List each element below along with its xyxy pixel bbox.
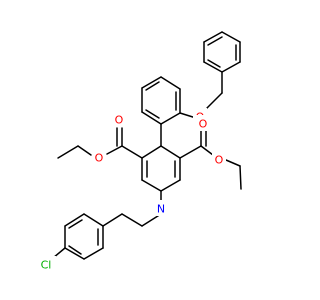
nitrogen-label: N [157,203,165,216]
bond [160,76,181,90]
bond [207,59,221,68]
bond [160,145,181,159]
bond [57,145,79,159]
bond [83,247,104,260]
bond [225,159,241,167]
bond [203,31,223,43]
oxygen-label: O [199,118,208,131]
bond [239,165,242,190]
chlorine-label: Cl [41,259,52,272]
molecule-canvas: O O O O O N Cl [36,31,242,272]
oxygen-atom: O [196,115,210,131]
bond [64,213,85,227]
bond [64,247,85,260]
oxygen-label: O [95,152,104,165]
bond [221,61,241,73]
bond [141,76,162,89]
nitrogen-atom: N [154,200,168,216]
bond [207,36,223,46]
bond [141,145,162,159]
bond [145,81,160,91]
oxygen-atom: O [112,111,126,127]
bond [160,112,181,125]
oxygen-atom: O [92,149,106,165]
bond [200,145,214,156]
bond [141,111,162,125]
bond [121,213,143,227]
bond [203,61,223,73]
chlorine-atom: Cl [36,256,56,272]
bond [160,179,181,192]
bond-layer [52,31,242,260]
atom-layer: O O O O O N Cl [36,108,226,272]
bond [77,145,92,156]
bond [121,145,143,159]
bond [83,213,104,227]
oxygen-label: O [215,154,224,167]
bond [206,92,223,109]
bond [68,219,83,229]
bond [141,179,162,192]
bond [145,109,160,119]
oxygen-label: O [115,114,124,127]
bond [102,213,123,227]
oxygen-atom: O [212,151,226,167]
molecule-structure: O O O O O N Cl [36,31,242,272]
bond [106,145,123,155]
bond [179,145,202,159]
bond [68,245,82,255]
bond [221,31,241,43]
